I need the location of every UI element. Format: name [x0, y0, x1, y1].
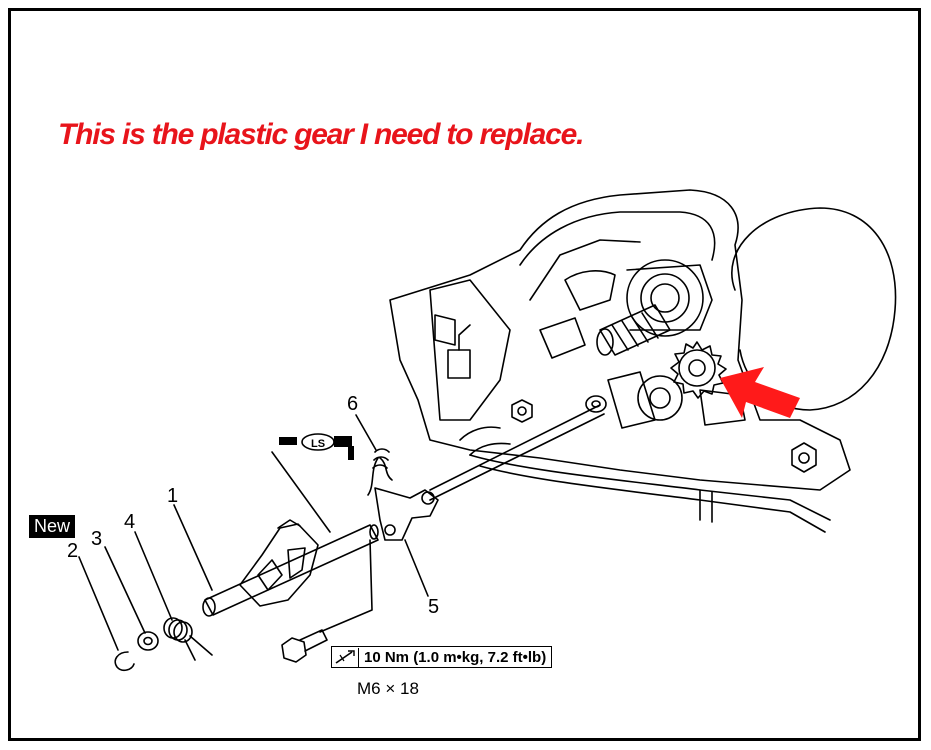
leader-bolt: [319, 539, 373, 633]
washer: [137, 631, 159, 651]
torque-spec: 10 Nm (1.0 m•kg, 7.2 ft•lb): [364, 648, 547, 666]
new-badge: New: [29, 515, 76, 538]
torque-wrench-icon: [332, 647, 359, 667]
grease-gun-icon: LS: [279, 433, 354, 460]
red-arrow-icon: [720, 367, 800, 418]
callout-4: 4: [124, 511, 136, 533]
callout-1: 1: [167, 485, 179, 507]
plastic-gear: [670, 341, 727, 399]
shift-shaft: [204, 524, 379, 616]
circlip: [114, 651, 135, 672]
lubricant-badge: LS: [311, 438, 325, 450]
callout-6: 6: [347, 393, 359, 415]
callout-3: 3: [91, 528, 103, 550]
leader-ls: [271, 451, 331, 533]
bolt-size: M6 × 18: [357, 679, 419, 698]
engine-case-outline: [389, 189, 851, 491]
leader-3: [104, 546, 146, 634]
torque-spec-box: 10 Nm (1.0 m•kg, 7.2 ft•lb): [331, 646, 553, 668]
leader-2: [78, 556, 119, 651]
leader-6: [355, 414, 377, 451]
leader-5: [404, 539, 429, 597]
shift-arm: [374, 487, 439, 541]
torsion-spring: [163, 617, 213, 661]
diagram-frame: [8, 8, 921, 741]
callout-5: 5: [428, 596, 440, 618]
annotation-text: This is the plastic gear I need to repla…: [58, 118, 584, 151]
leader-4: [134, 531, 173, 621]
return-spring: [367, 457, 393, 496]
callout-2: 2: [67, 540, 79, 562]
leader-1: [173, 504, 213, 591]
bolt: [281, 629, 328, 663]
